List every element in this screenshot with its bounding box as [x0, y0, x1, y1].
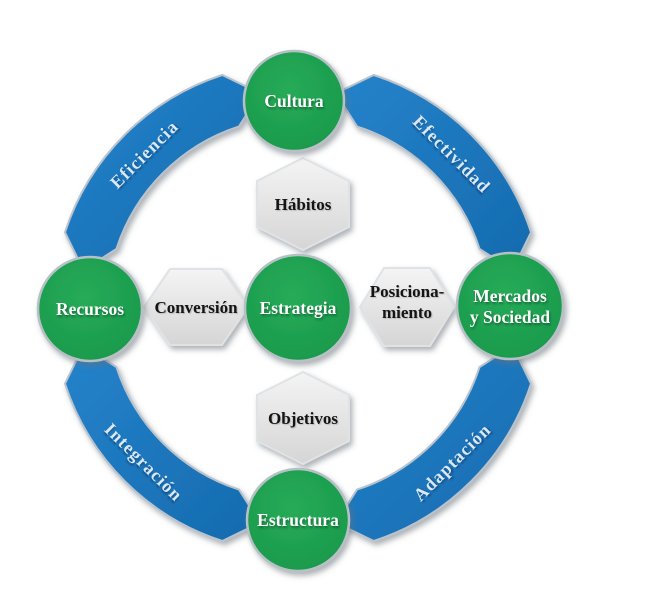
circle-mercados-label-line1: Mercados — [473, 286, 547, 306]
circle-estrategia: Estrategia — [243, 253, 353, 363]
arc-eficiencia-shape — [63, 73, 262, 272]
arc-efectividad-shape — [334, 73, 533, 272]
arc-integracion-shape — [63, 344, 262, 543]
hexagon-habitos-label: Hábitos — [275, 195, 332, 214]
hexagon-conversion: Conversión — [142, 268, 250, 346]
circle-recursos: Recursos — [36, 255, 144, 363]
circle-cultura-label: Cultura — [264, 91, 324, 111]
hexagon-posicionamiento-label-line2: miento — [382, 303, 432, 322]
arc-adaptacion-shape — [334, 344, 533, 543]
hexagon-habitos: Hábitos — [256, 156, 350, 252]
circle-cultura: Cultura — [242, 49, 346, 153]
hexagon-objetivos-shape — [256, 370, 350, 466]
hexagon-habitos-shape — [256, 156, 350, 252]
circle-estructura-shape — [245, 467, 351, 573]
arc-integracion: Integración — [63, 344, 262, 543]
circle-estructura: Estructura — [245, 467, 351, 573]
hexagon-posicionamiento-label-line1: Posiciona- — [370, 282, 445, 301]
circle-estrategia-label: Estrategia — [260, 298, 337, 318]
hexagon-conversion-label: Conversión — [154, 298, 238, 317]
arc-efectividad: Efectividad — [334, 73, 533, 272]
hexagon-posicionamiento: Posiciona- miento — [358, 267, 456, 347]
circle-mercados-label-line2: y Sociedad — [470, 307, 550, 327]
hexagon-objetivos-label: Objetivos — [268, 409, 338, 428]
circle-mercados-y-sociedad: Mercados y Sociedad — [455, 251, 565, 361]
circle-estructura-label: Estructura — [257, 510, 339, 530]
circle-recursos-label: Recursos — [56, 299, 124, 319]
circle-mercados-y-sociedad-shape — [455, 251, 565, 361]
hexagon-posicionamiento-shape — [358, 267, 456, 347]
circle-estrategia-shape — [243, 253, 353, 363]
circle-recursos-shape — [36, 255, 144, 363]
arc-eficiencia: Eficiencia — [63, 73, 262, 272]
arc-adaptacion: Adaptación — [334, 344, 533, 543]
hexagon-objetivos: Objetivos — [256, 370, 350, 466]
circle-cultura-shape — [242, 49, 346, 153]
